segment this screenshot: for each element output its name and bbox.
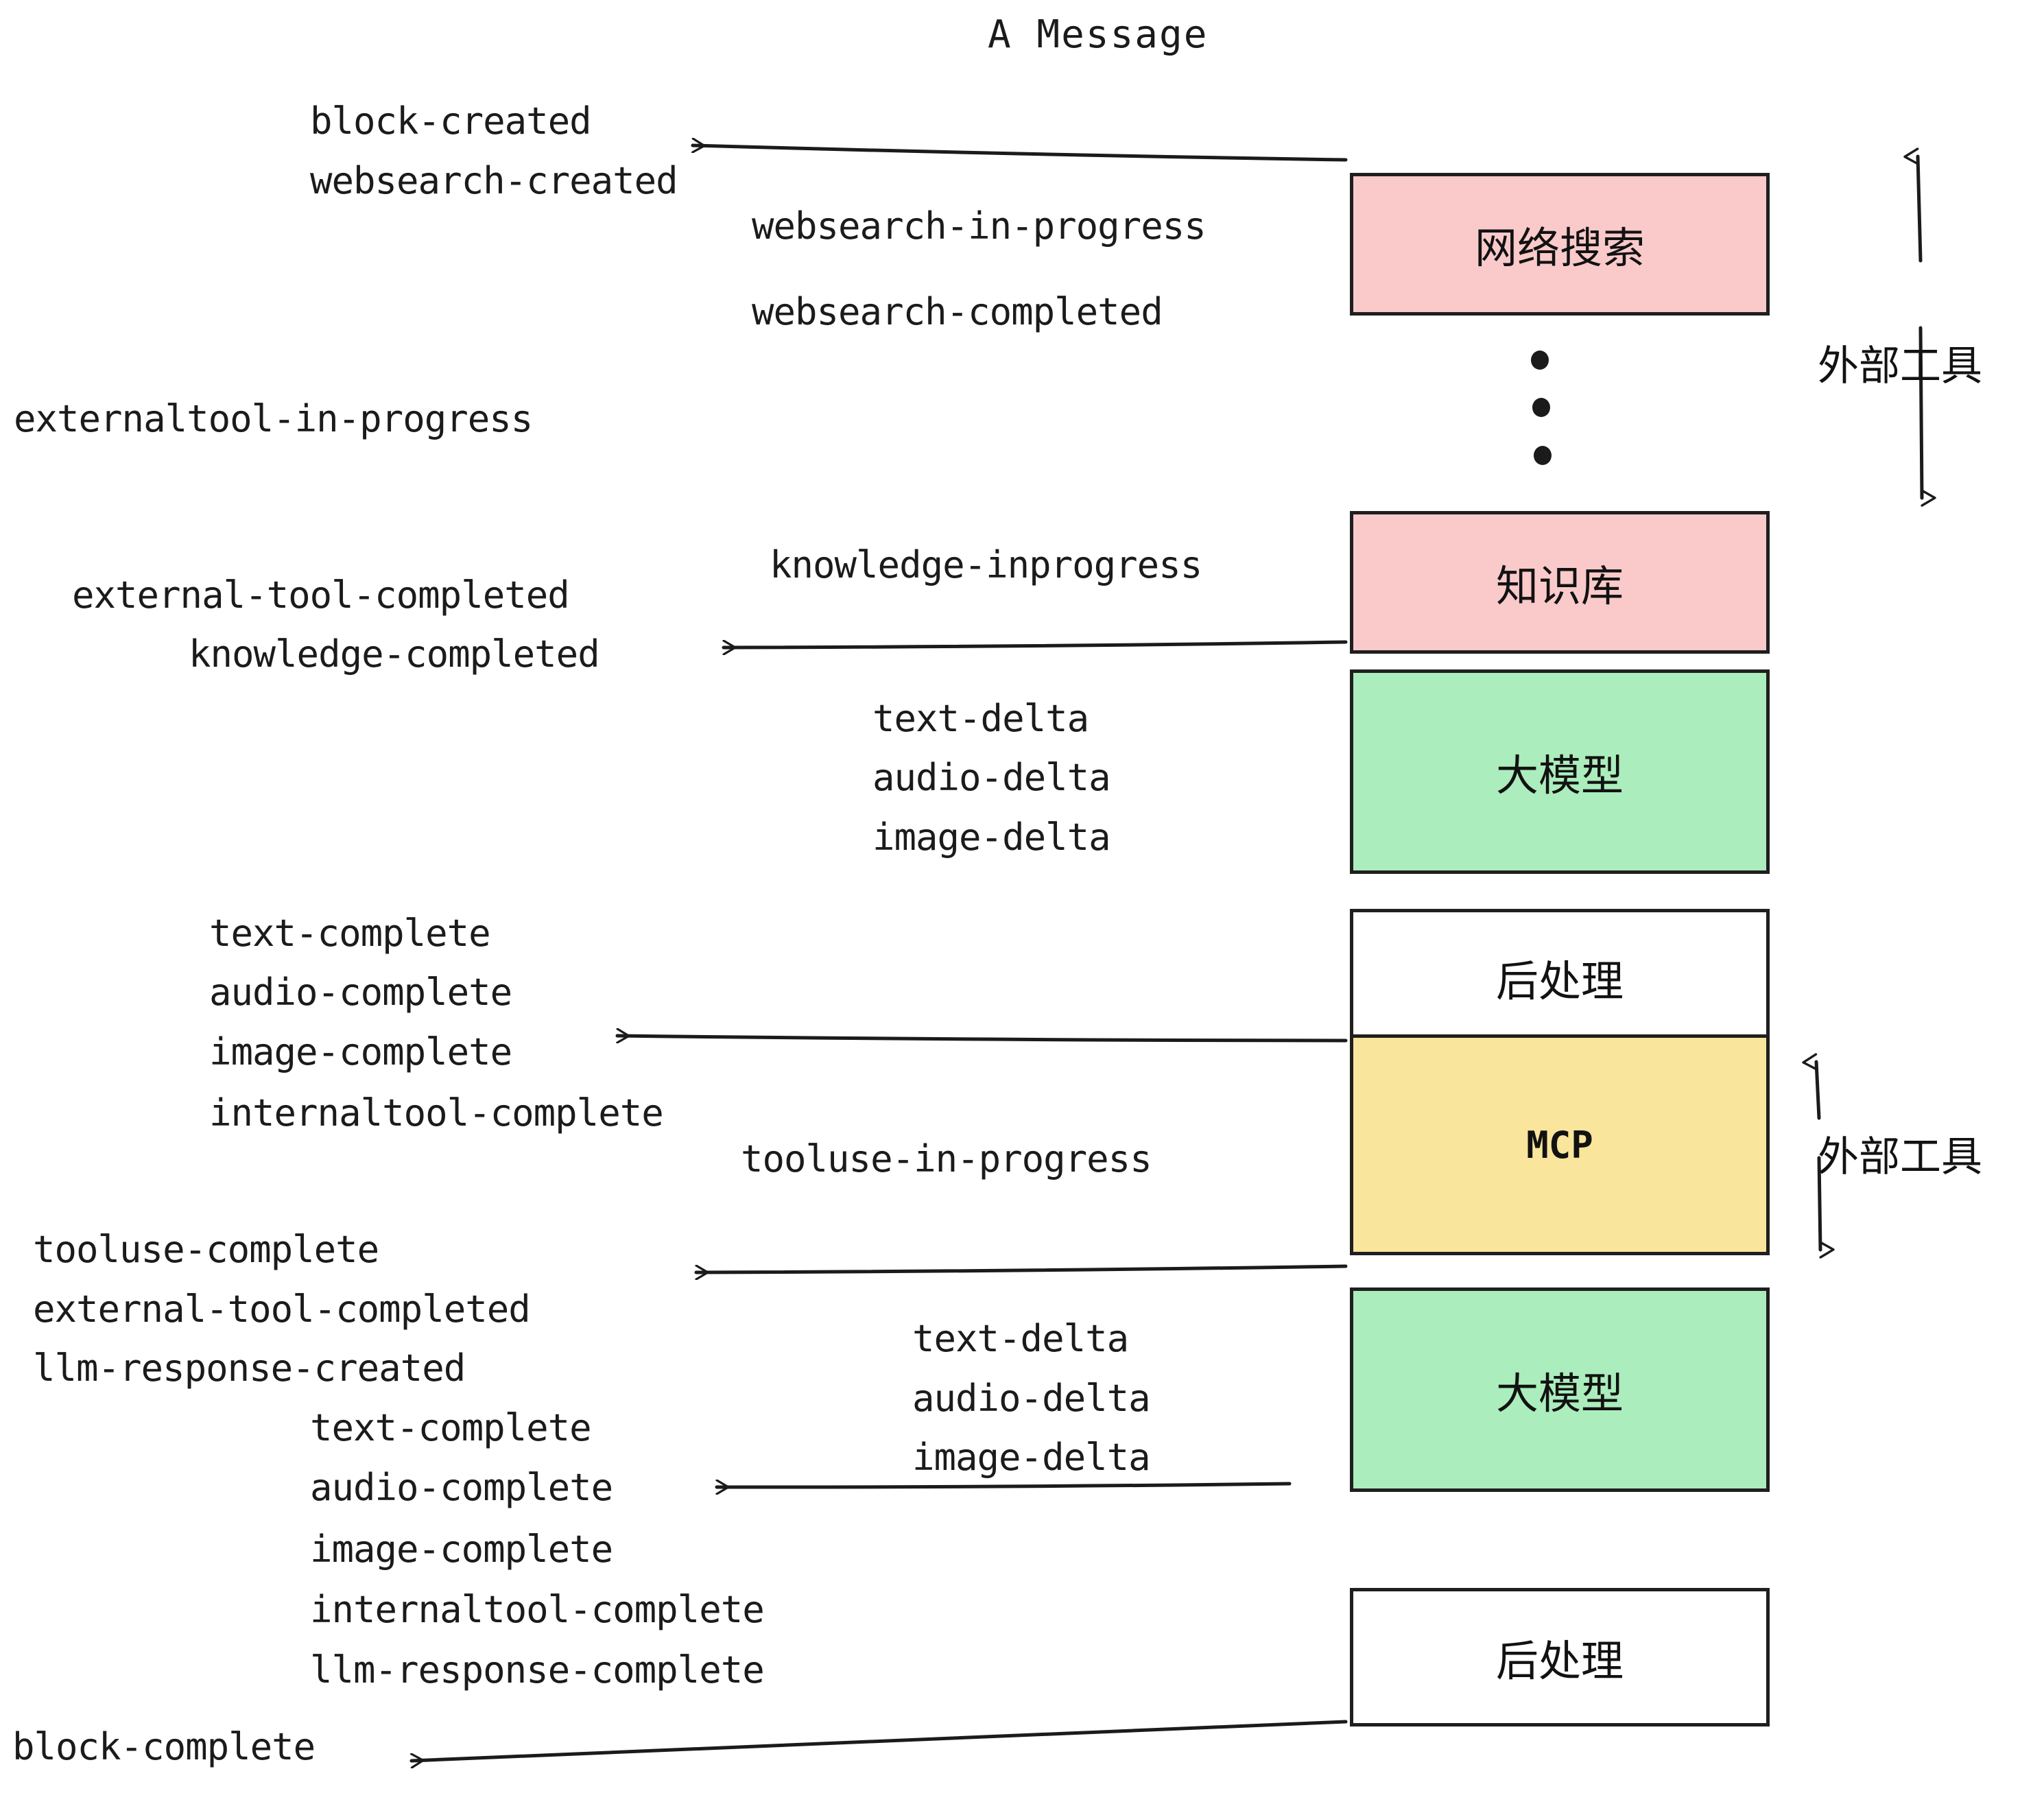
event-label-block-complete: block-complete — [12, 1725, 316, 1768]
event-label-image-complete-1: image-complete — [209, 1030, 512, 1073]
event-label-audio-complete-1: audio-complete — [209, 971, 512, 1014]
node-box-knowledge[interactable]: 知识库 — [1350, 511, 1770, 654]
node-label-llm-upper: 大模型 — [1495, 750, 1624, 800]
event-label-internaltool-complete-2: internaltool-complete — [310, 1588, 765, 1631]
group-label-external-tools-lower: 外部工具 — [1818, 1133, 1982, 1181]
ext-up-arrow-lower — [1802, 1053, 1821, 1120]
event-label-text-complete-2: text-complete — [310, 1406, 592, 1449]
ellipsis-dot-icon-3 — [1534, 446, 1552, 465]
event-label-internaltool-complete-1: internaltool-complete — [209, 1091, 664, 1135]
event-label-image-complete-2: image-complete — [310, 1528, 613, 1571]
event-label-tooluse-complete: tooluse-complete — [33, 1228, 379, 1271]
arrow-llm2-to-audio — [715, 1484, 1292, 1487]
node-box-post-lower[interactable]: 后处理 — [1350, 1588, 1770, 1726]
event-label-tooluse-in-progress: tooluse-in-progress — [741, 1137, 1152, 1180]
arrow-post-to-block — [409, 1720, 1348, 1761]
ellipsis-dot-icon-2 — [1532, 398, 1550, 417]
node-box-llm-upper[interactable]: 大模型 — [1350, 669, 1770, 874]
arrow-knowledge-to-events — [722, 642, 1348, 648]
node-box-websearch[interactable]: 网络搜索 — [1350, 173, 1770, 316]
event-label-text-complete-1: text-complete — [209, 912, 491, 955]
node-label-knowledge: 知识库 — [1495, 561, 1624, 611]
node-label-llm-lower: 大模型 — [1495, 1368, 1624, 1419]
event-label-websearch-completed: websearch-completed — [752, 290, 1163, 333]
ellipsis-dot-icon-1 — [1531, 351, 1549, 370]
event-label-audio-delta-1: audio-delta — [872, 756, 1111, 799]
node-box-post-upper[interactable]: 后处理 — [1350, 909, 1770, 1046]
node-label-post-lower: 后处理 — [1495, 1636, 1624, 1686]
node-label-post-upper: 后处理 — [1495, 956, 1624, 1006]
event-label-image-delta-2: image-delta — [912, 1436, 1151, 1479]
node-box-llm-lower[interactable]: 大模型 — [1350, 1287, 1770, 1492]
event-label-externaltool-in-progress: externaltool-in-progress — [14, 397, 533, 440]
event-label-image-delta-1: image-delta — [872, 816, 1111, 859]
ext-up-arrow-upper — [1903, 147, 1923, 263]
event-label-text-delta-2: text-delta — [912, 1317, 1129, 1360]
arrow-websearch-to-block — [691, 145, 1348, 162]
event-label-websearch-in-progress: websearch-in-progress — [752, 204, 1207, 248]
node-label-mcp: MCP — [1526, 1123, 1593, 1167]
event-label-audio-complete-2: audio-complete — [310, 1466, 613, 1509]
event-label-llm-response-created: llm-response-created — [33, 1346, 466, 1390]
ext-down-arrow-upper — [1918, 326, 1936, 507]
event-label-block-created: block-created — [310, 99, 592, 143]
arrow-llm-to-image-complete — [615, 1036, 1348, 1041]
event-label-knowledge-inprogress: knowledge-inprogress — [770, 543, 1202, 586]
event-label-external-tool-completed-2: external-tool-completed — [33, 1287, 531, 1331]
arrow-mcp-to-tooluse — [694, 1264, 1348, 1272]
event-label-knowledge-completed: knowledge-completed — [189, 632, 600, 676]
page-title: A Message — [988, 12, 1209, 57]
ext-down-arrow-lower — [1817, 1156, 1835, 1259]
event-label-audio-delta-2: audio-delta — [912, 1377, 1151, 1420]
event-label-websearch-created: websearch-created — [310, 159, 678, 202]
group-label-external-tools-upper: 外部工具 — [1818, 342, 1982, 390]
event-label-text-delta-1: text-delta — [872, 697, 1089, 740]
event-label-llm-response-complete: llm-response-complete — [310, 1648, 765, 1692]
node-label-websearch: 网络搜索 — [1474, 223, 1645, 273]
node-box-mcp[interactable]: MCP — [1350, 1034, 1770, 1255]
event-label-external-tool-completed-1: external-tool-completed — [72, 573, 570, 617]
